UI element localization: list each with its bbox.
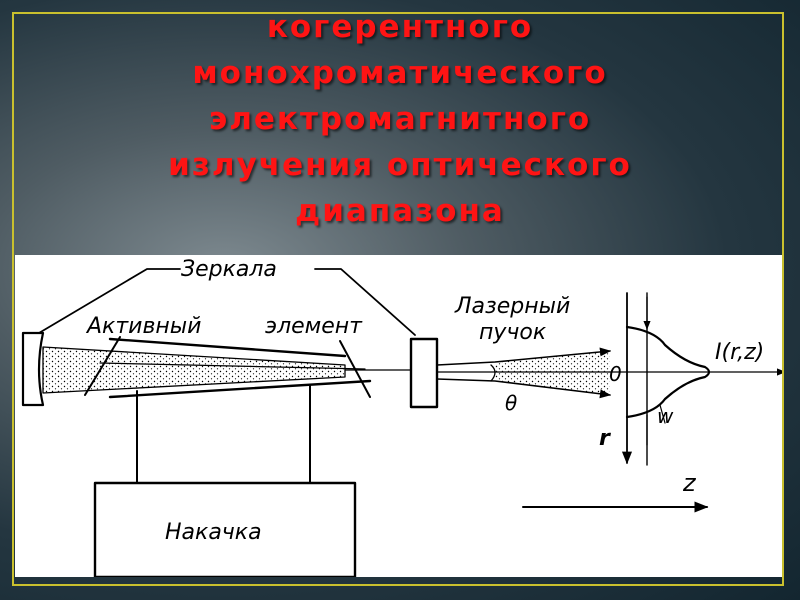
pump-leads bbox=[136, 384, 311, 484]
z-label: z bbox=[682, 469, 697, 497]
mirrors-label: Зеркала bbox=[181, 257, 277, 282]
active-element-rod bbox=[108, 337, 347, 358]
slide-title: когерентного монохроматического электром… bbox=[40, 4, 760, 234]
active-element-label: элемент bbox=[265, 314, 363, 339]
active-element-label: Активный bbox=[85, 314, 201, 339]
pump-label: Накачка bbox=[165, 520, 262, 545]
mirrors-leader-right bbox=[314, 268, 416, 336]
origin-label: 0 bbox=[609, 362, 622, 386]
laser-beam-label: Лазерный bbox=[454, 294, 570, 319]
title-line: монохроматического bbox=[192, 55, 608, 91]
left-mirror bbox=[21, 331, 45, 407]
gaussian-profile bbox=[625, 325, 711, 419]
title-line: когерентного bbox=[266, 9, 534, 45]
theta-label: θ bbox=[505, 391, 517, 415]
intensity-label: I(r,z) bbox=[715, 340, 764, 365]
title-line: излучения оптического bbox=[168, 147, 632, 183]
laser-diagram: Зеркала Активный элемент Лазерный пучок … bbox=[21, 257, 782, 577]
title-line: диапазона bbox=[295, 193, 505, 229]
w-label: w bbox=[657, 404, 674, 428]
mirrors-leader-left bbox=[38, 268, 181, 334]
laser-beam-label: пучок bbox=[479, 320, 547, 345]
title-line: электромагнитного bbox=[208, 101, 592, 137]
pump-box bbox=[93, 481, 357, 577]
laser-diagram-panel: Зеркала Активный элемент Лазерный пучок … bbox=[15, 255, 782, 577]
right-mirror bbox=[409, 337, 439, 409]
theta-arc bbox=[490, 364, 496, 382]
slide-frame bbox=[12, 12, 784, 586]
r-label: r bbox=[599, 426, 611, 451]
resonator-beam bbox=[42, 346, 346, 394]
